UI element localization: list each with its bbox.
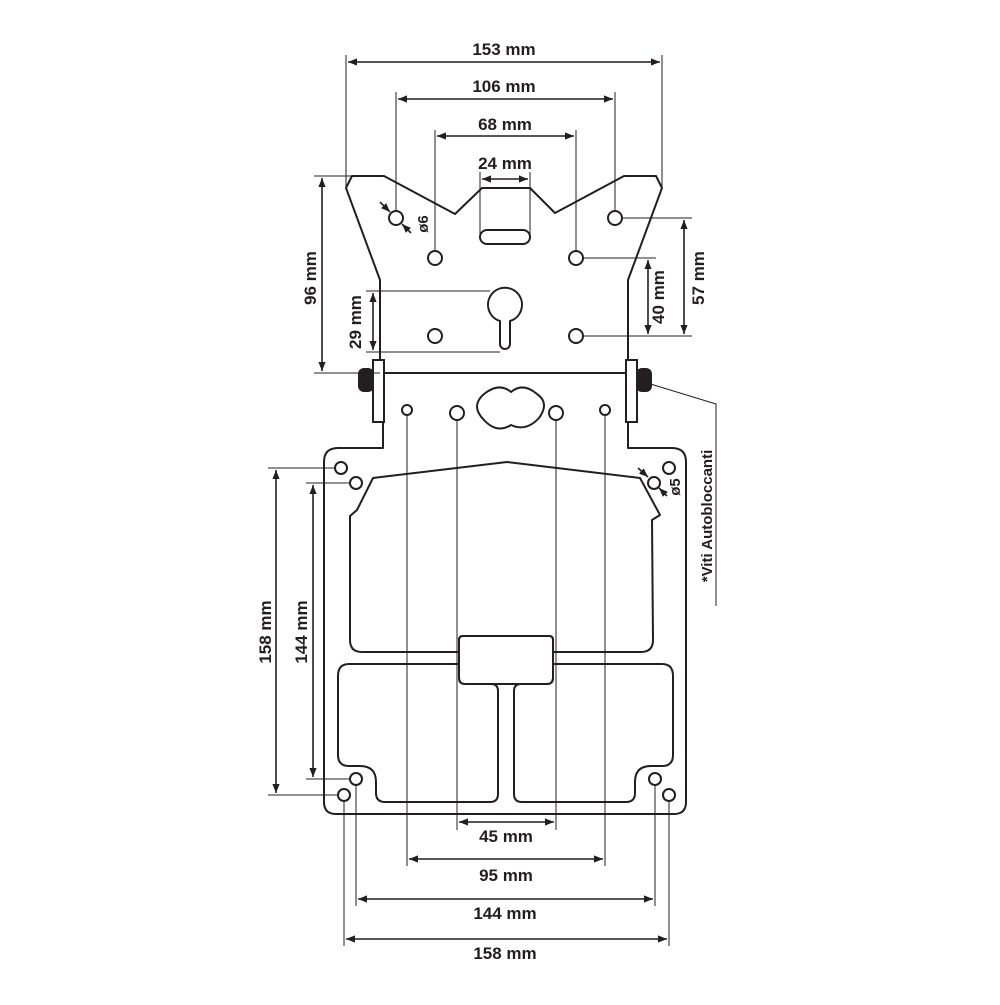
top-slot (479, 229, 531, 245)
label-d6: ø6 (415, 215, 432, 233)
keyhole-cutout (487, 286, 523, 350)
lower-right-window-cutout (513, 663, 674, 803)
dimension-d5: ø5 (637, 467, 684, 497)
top-hole-68-left-lower (427, 328, 443, 344)
dimension-158-horizontal: 158 mm (343, 801, 670, 963)
label-153: 153 mm (472, 40, 535, 59)
label-158-vertical: 158 mm (256, 600, 275, 663)
dimension-45: 45 mm (456, 420, 557, 846)
frame-hole-tr-outer (662, 461, 676, 475)
top-hole-68-right-lower (568, 328, 584, 344)
label-57: 57 mm (689, 251, 708, 305)
right-lock-nut (636, 368, 652, 392)
label-95: 95 mm (479, 866, 533, 885)
dimension-d6: ø6 (379, 201, 432, 234)
label-40: 40 mm (649, 270, 668, 324)
label-158-horizontal: 158 mm (473, 944, 536, 963)
frame-hole-95-left (401, 404, 413, 416)
dimension-57: 57 mm (583, 217, 708, 337)
frame-hole-bl-inner (349, 772, 363, 786)
left-lock-nut (358, 368, 374, 392)
left-hinge-bar (372, 359, 385, 423)
top-hole-68-right-upper (568, 250, 584, 266)
frame-hole-bl-outer (337, 788, 351, 802)
top-hole-106-right (607, 210, 623, 226)
frame-hole-45-right (548, 405, 564, 421)
top-hole-68-left-upper (427, 250, 443, 266)
frame-hole-tr-inner (647, 476, 661, 490)
dimension-144-vertical: 144 mm (292, 482, 350, 780)
lower-left-window-cutout (337, 663, 499, 803)
screws-note: *Viti Autobloccanti (643, 381, 717, 606)
top-hole-106-left (388, 210, 404, 226)
label-d5: ø5 (667, 478, 684, 496)
frame-hole-br-outer (662, 788, 676, 802)
frame-hole-tl-outer (334, 461, 348, 475)
label-68: 68 mm (478, 115, 532, 134)
frame-hole-br-inner (648, 772, 662, 786)
label-24: 24 mm (478, 154, 532, 173)
right-hinge-bar (625, 359, 638, 423)
frame-hole-95-right (599, 404, 611, 416)
dimension-68: 68 mm (434, 115, 577, 250)
label-29: 29 mm (346, 295, 365, 349)
dimension-144-horizontal: 144 mm (355, 785, 656, 923)
cloud-cutout (476, 386, 545, 430)
center-tab-cutout (458, 635, 554, 685)
label-144-horizontal: 144 mm (473, 904, 536, 923)
top-mounting-plate (345, 175, 663, 374)
dimension-29: 29 mm (346, 290, 500, 353)
frame-hole-45-left (449, 405, 465, 421)
frame-hole-tl-inner (349, 476, 363, 490)
dimension-106: 106 mm (395, 77, 616, 210)
upper-window-cutout (349, 461, 661, 653)
label-144-vertical: 144 mm (292, 600, 311, 663)
dimension-95: 95 mm (406, 415, 606, 885)
label-45: 45 mm (479, 827, 533, 846)
note-viti-autobloccanti: *Viti Autobloccanti (699, 450, 716, 583)
dimension-158-vertical: 158 mm (256, 467, 338, 796)
label-106: 106 mm (472, 77, 535, 96)
dimension-96: 96 mm (301, 175, 380, 374)
dimension-24: 24 mm (478, 154, 532, 237)
dimension-153: 153 mm (345, 40, 663, 188)
label-96: 96 mm (301, 251, 320, 305)
